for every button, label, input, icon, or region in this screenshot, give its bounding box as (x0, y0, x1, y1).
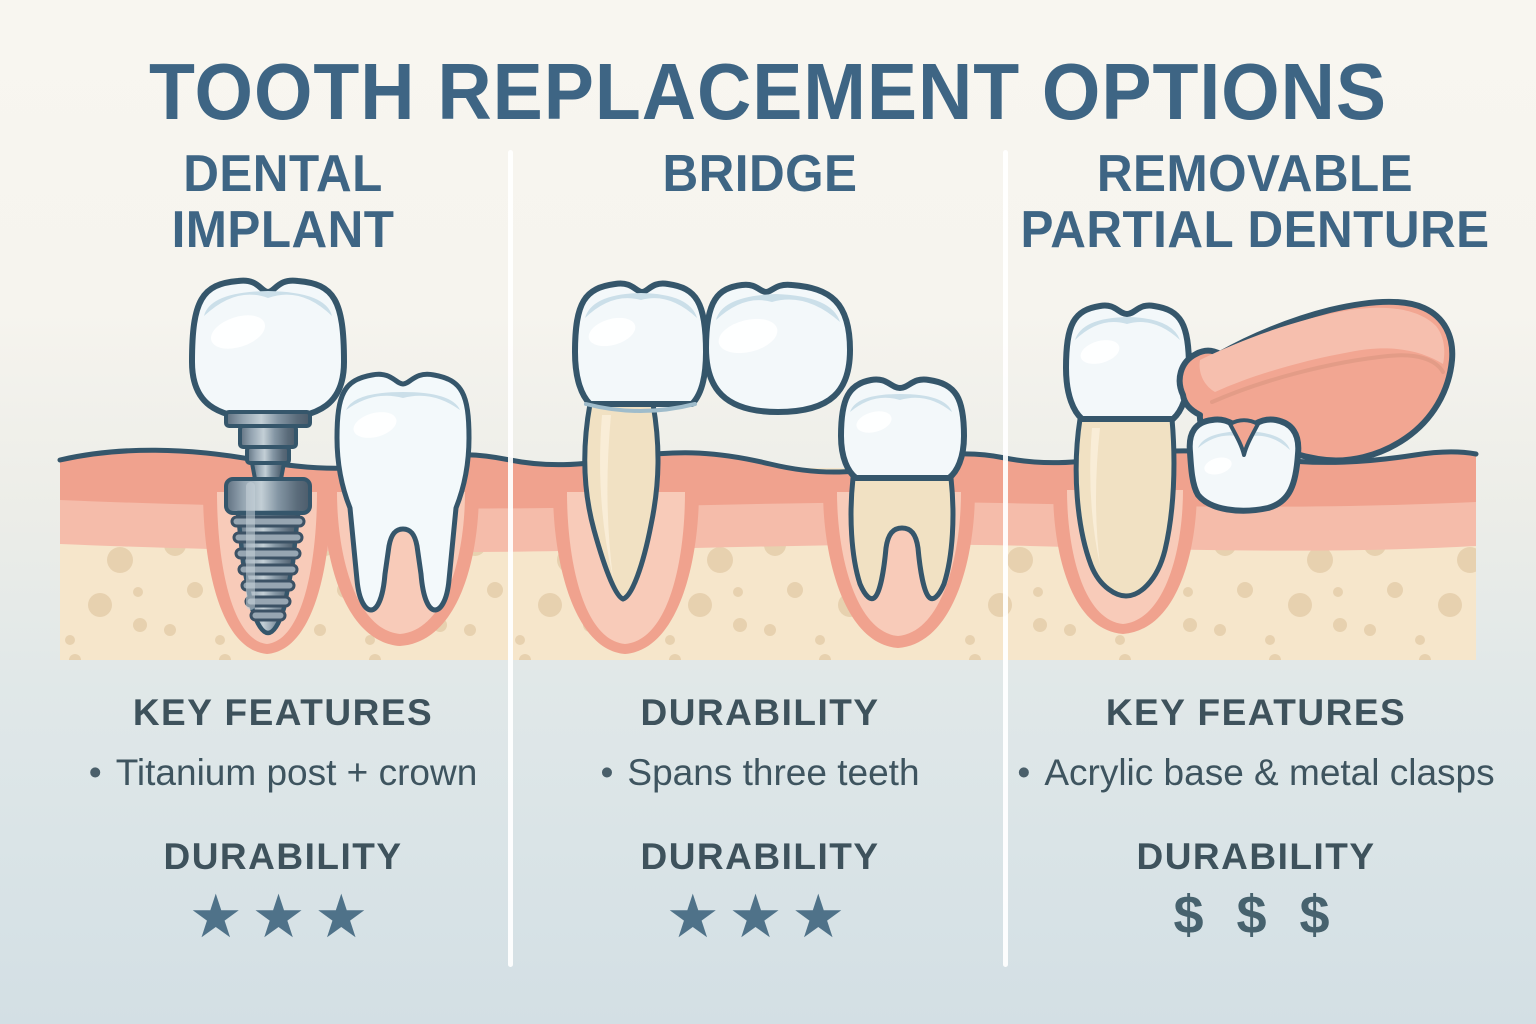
features-heading-implant: KEY FEATURES (132, 692, 434, 733)
header-line-1: REMOVABLE (1096, 145, 1414, 203)
bullet-text: Acrylic base & metal clasps (1044, 752, 1495, 793)
tooth-roots (848, 475, 956, 602)
partial-denture-illustration (1063, 298, 1456, 599)
bullet-marker: • (88, 752, 102, 793)
bullet-text: Titanium post + crown (115, 752, 478, 793)
header-line-2: PARTIAL DENTURE (1020, 201, 1490, 259)
bullet-marker: • (1017, 752, 1031, 793)
bridge-left-crowned-tooth (572, 280, 709, 602)
column-header-dental-implant: DENTAL IMPLANT (50, 146, 516, 258)
bridge-illustration (572, 280, 967, 602)
column-divider-right (1003, 150, 1008, 967)
implant-crown (189, 277, 347, 422)
star-rating-icons: ★★★ (188, 882, 378, 952)
star-rating-icons: ★★★ (665, 882, 855, 952)
bridge-right-crowned-tooth (838, 376, 967, 602)
natural-molar (334, 371, 472, 613)
dollar-cost-icons: $ $ $ (1173, 885, 1339, 945)
column-divider-left (508, 150, 513, 967)
bullet-text: Spans three teeth (627, 752, 920, 793)
features-heading-bridge: DURABILITY (640, 692, 880, 733)
bridge-pontic (703, 281, 853, 415)
features-heading-denture: KEY FEATURES (1105, 692, 1407, 733)
tooth-root (1073, 416, 1177, 599)
anchor-tooth (1063, 302, 1192, 599)
column-header-removable-partial-denture: REMOVABLE PARTIAL DENTURE (1020, 146, 1489, 258)
column-header-bridge: BRIDGE (527, 146, 993, 202)
dental-implant-illustration (189, 277, 472, 636)
page-title: TOOTH REPLACEMENT OPTIONS (149, 47, 1387, 136)
header-line-1: DENTAL (183, 145, 383, 203)
durability-heading-implant: DURABILITY (163, 836, 403, 877)
denture-tooth (1186, 416, 1302, 514)
durability-heading-bridge: DURABILITY (640, 836, 880, 877)
feature-bullet-denture: • Acrylic base & metal clasps (1006, 752, 1506, 794)
implant-screw (230, 482, 306, 636)
header-line-1: BRIDGE (662, 145, 858, 203)
bullet-marker: • (600, 752, 614, 793)
denture-clasp (1228, 418, 1260, 457)
header-line-2: IMPLANT (171, 201, 395, 259)
feature-bullet-bridge: • Spans three teeth (510, 752, 1010, 794)
durability-heading-denture: DURABILITY (1136, 836, 1376, 877)
feature-bullet-implant: • Titanium post + crown (33, 752, 533, 794)
